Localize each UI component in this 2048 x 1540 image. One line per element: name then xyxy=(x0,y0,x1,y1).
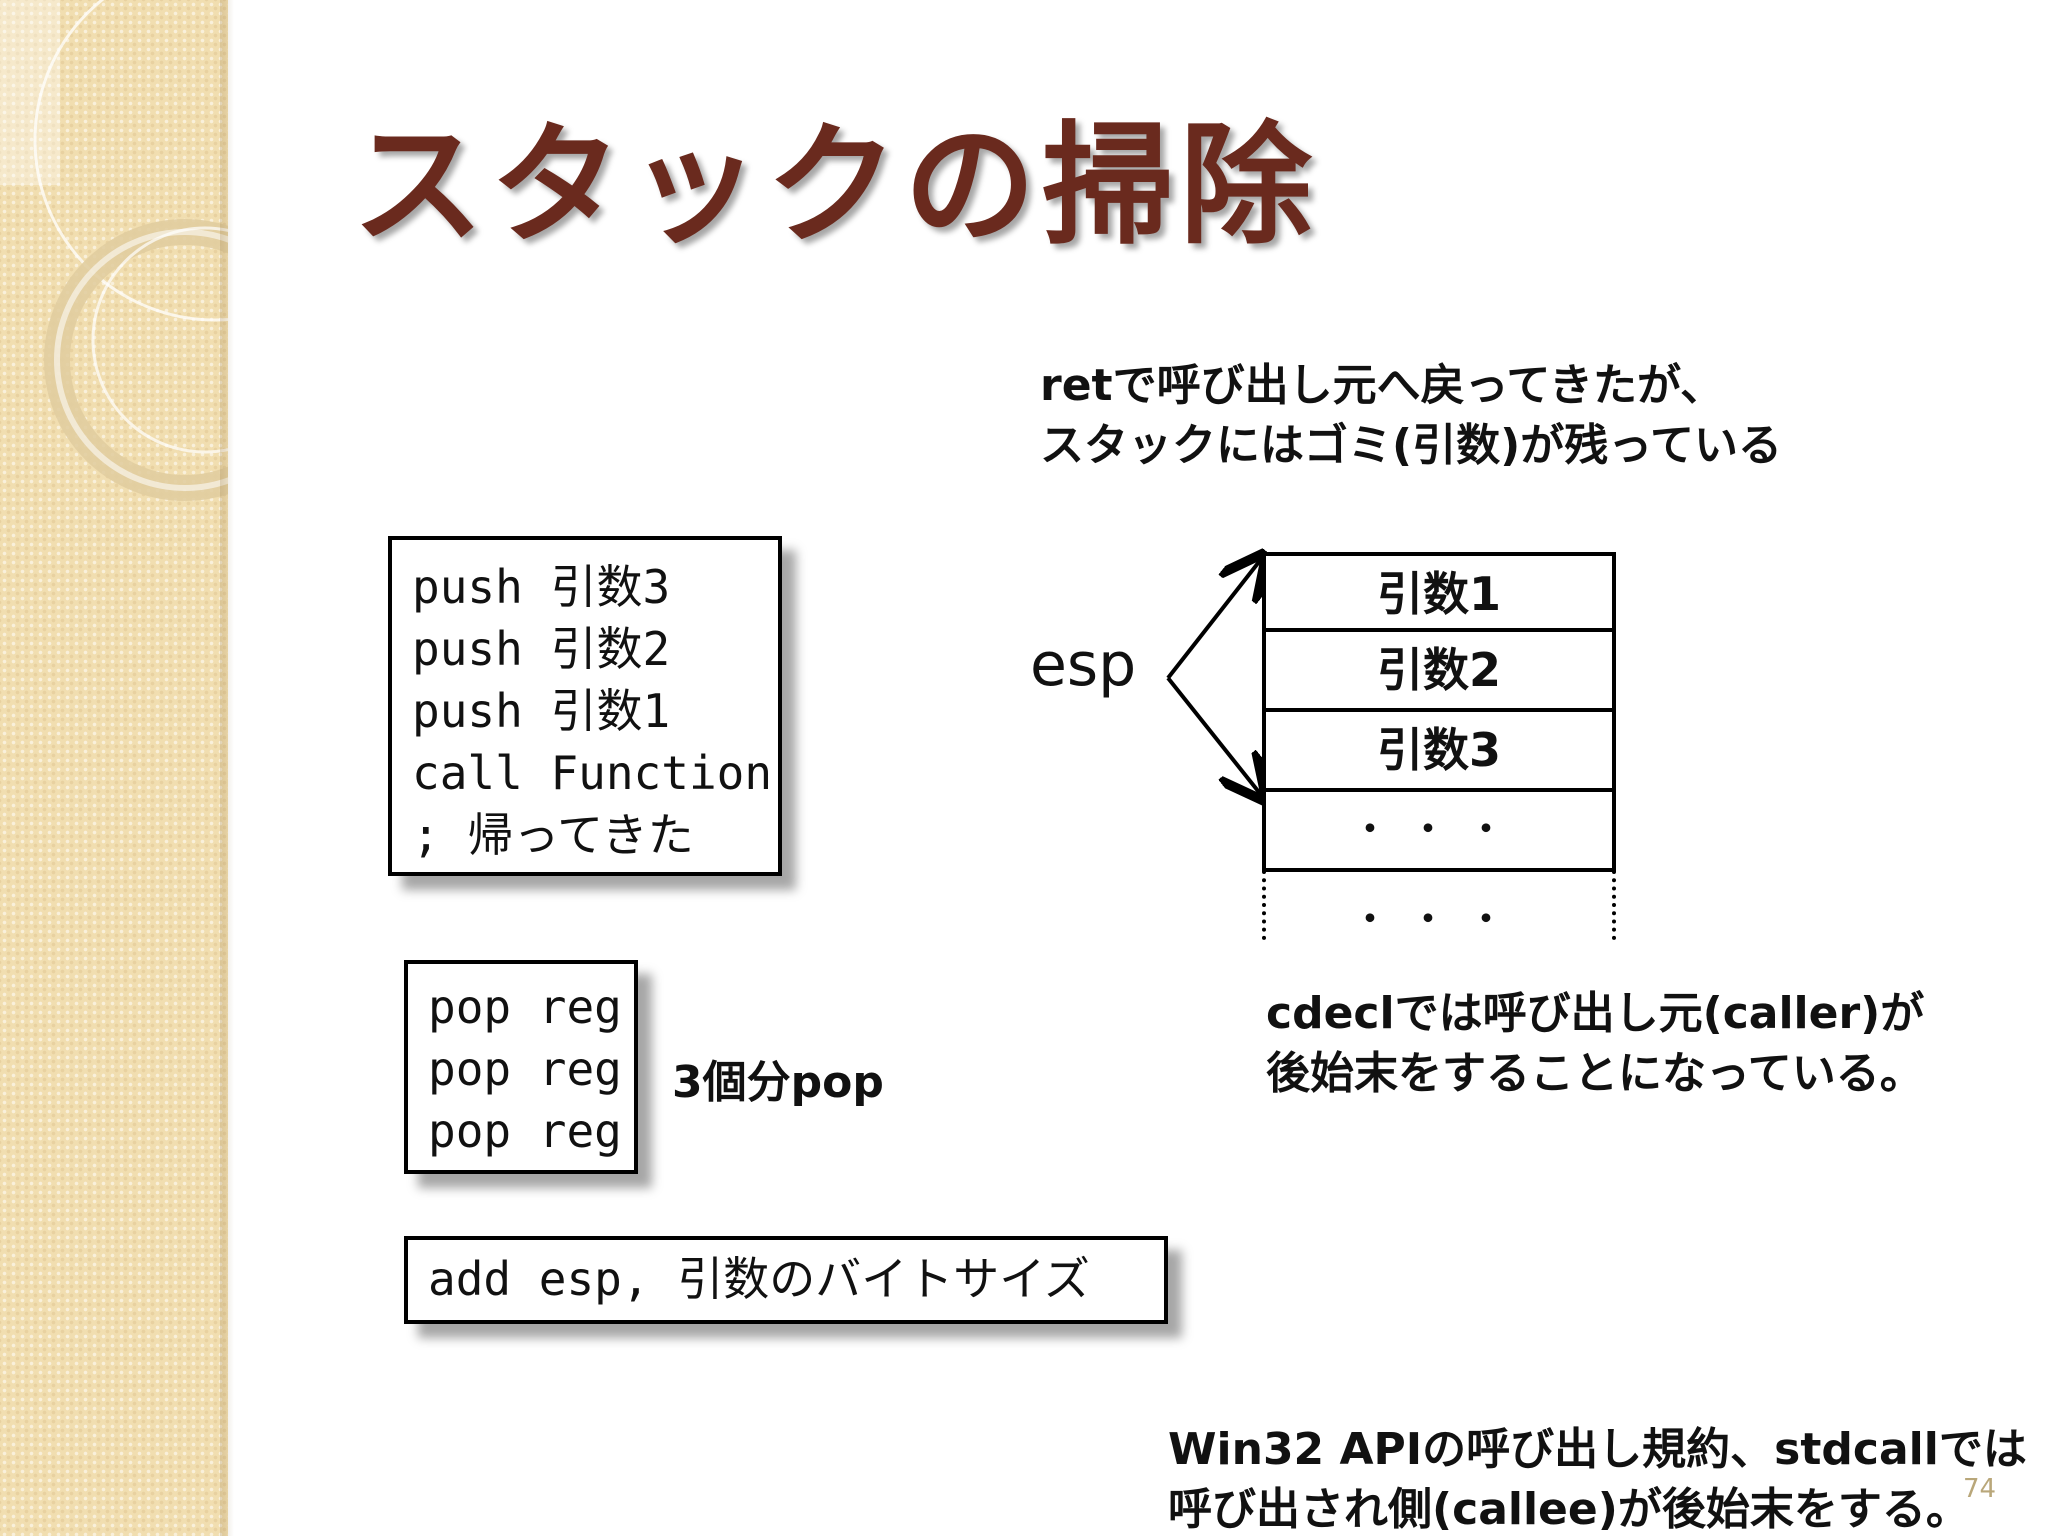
stack-cell-ellipsis: ・・・ xyxy=(1262,792,1616,872)
code-line: ; 帰ってきた xyxy=(412,808,694,862)
stdcall-note-line1: Win32 APIの呼び出し規約、stdcallでは xyxy=(1168,1424,2027,1475)
code-line: add esp, 引数のバイトサイズ xyxy=(428,1252,1090,1306)
stack-cell-arg1: 引数1 xyxy=(1262,552,1616,632)
ret-note: retで呼び出し元へ戻ってきたが、 スタックにはゴミ(引数)が残っている xyxy=(1040,356,1782,476)
decorative-side-band xyxy=(0,0,228,1536)
code-line: call Function xyxy=(412,746,773,800)
cdecl-note-line2: 後始末をすることになっている。 xyxy=(1266,1048,1924,1099)
pop-code-box: pop reg pop reg pop reg xyxy=(404,960,638,1174)
stdcall-note-line2: 呼び出され側(callee)が後始末をする。 xyxy=(1168,1484,1970,1535)
esp-arrow-upper xyxy=(1166,558,1262,680)
slide-number: 74 xyxy=(1963,1474,1997,1504)
add-code-box: add esp, 引数のバイトサイズ xyxy=(404,1236,1168,1324)
stdcall-note: Win32 APIの呼び出し規約、stdcallでは 呼び出され側(callee… xyxy=(1168,1420,2027,1540)
code-line: push 引数3 xyxy=(412,560,671,614)
code-line: pop reg xyxy=(428,1104,622,1158)
esp-arrow-lower xyxy=(1166,676,1262,796)
code-line: push 引数2 xyxy=(412,622,671,676)
stack-continuation: ・・・ xyxy=(1351,899,1526,940)
pop-count-label: 3個分pop xyxy=(672,1057,884,1108)
call-code-box: push 引数3 push 引数2 push 引数1 call Function… xyxy=(388,536,782,876)
ret-note-line2: スタックにはゴミ(引数)が残っている xyxy=(1040,420,1783,471)
decorative-panel xyxy=(0,0,60,185)
code-line: pop reg xyxy=(428,1042,622,1096)
code-line: pop reg xyxy=(428,980,622,1034)
code-line: push 引数1 xyxy=(412,684,671,738)
band-shadow xyxy=(220,0,234,1536)
stack-dashed-right xyxy=(1612,870,1616,940)
stack-dashed-left xyxy=(1262,870,1266,940)
esp-label: esp xyxy=(1030,630,1137,700)
cdecl-note: cdeclでは呼び出し元(caller)が 後始末をすることになっている。 xyxy=(1266,984,1924,1104)
decorative-rings xyxy=(33,0,228,501)
stack-cell-arg2: 引数2 xyxy=(1262,632,1616,712)
ret-note-line1: retで呼び出し元へ戻ってきたが、 xyxy=(1040,360,1725,411)
cdecl-note-line1: cdeclでは呼び出し元(caller)が xyxy=(1266,988,1925,1039)
slide-title: スタックの掃除 xyxy=(352,109,1318,263)
stack-cell-arg3: 引数3 xyxy=(1262,712,1616,792)
